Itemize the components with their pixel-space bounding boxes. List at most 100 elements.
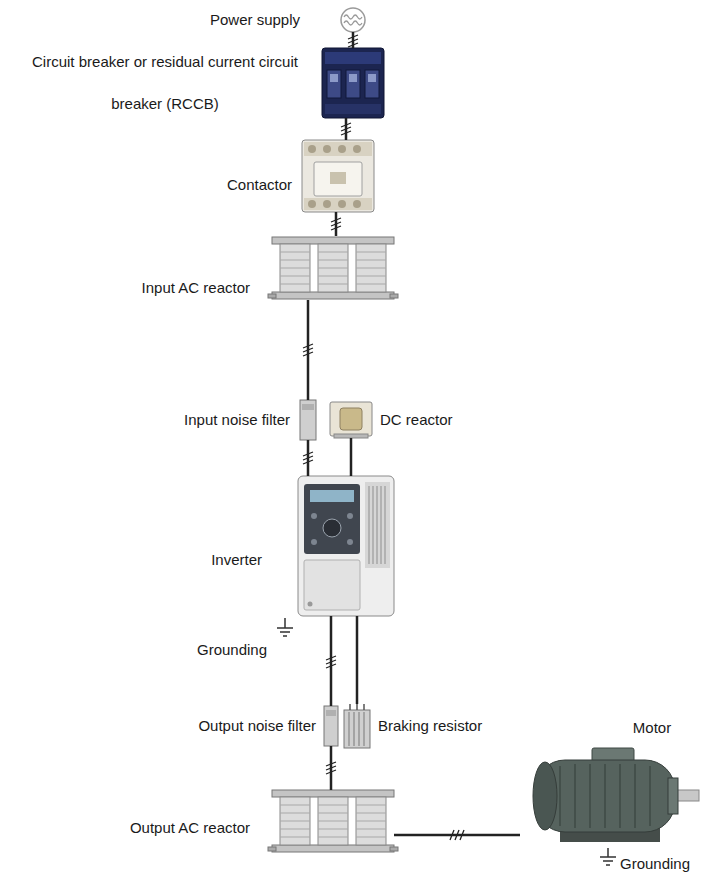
contactor-icon (323, 200, 331, 208)
component-label: Inverter (211, 551, 262, 569)
wire (345, 118, 348, 140)
circuit-breaker-icon (346, 70, 360, 98)
ground-label: Grounding (197, 641, 267, 659)
wire (356, 616, 359, 704)
component-label: Power supply (210, 11, 300, 29)
wire (330, 616, 333, 706)
ground-label: Grounding (620, 855, 690, 873)
circuit-breaker-icon (327, 70, 341, 98)
ground-symbol (277, 618, 293, 636)
noise-filter-icon (302, 404, 314, 410)
component-box: Output AC reactor (272, 790, 394, 852)
inverter-icon (304, 484, 360, 554)
ground-symbol (600, 848, 616, 865)
wire (330, 746, 333, 790)
reactor-icon (268, 237, 398, 299)
reactor-icon (268, 790, 398, 852)
noise-filter-icon (300, 400, 316, 440)
inverter-icon (310, 490, 354, 502)
power-supply-symbol (344, 21, 362, 25)
wire (335, 212, 338, 236)
contactor-icon (353, 145, 361, 153)
inverter-icon (304, 560, 360, 610)
component-label: DC reactor (380, 411, 453, 429)
power-supply-symbol (341, 8, 365, 32)
inverter-icon (347, 513, 353, 519)
contactor-icon (330, 172, 346, 184)
wire (394, 834, 520, 837)
component-box: DC reactor (330, 400, 372, 438)
component-label: Braking resistor (378, 717, 482, 735)
motor-icon (560, 764, 650, 828)
wire (352, 32, 355, 48)
wire (307, 440, 310, 476)
contactor-icon (314, 162, 362, 196)
ground-symbol (600, 848, 616, 865)
component-box: Output noise filter (324, 706, 338, 746)
component-box: Input noise filter (300, 400, 316, 440)
dc-reactor-icon (330, 402, 372, 438)
reactor-icon (268, 237, 398, 299)
inverter-icon (298, 476, 394, 616)
dc-reactor-icon (340, 408, 362, 430)
component-box: Input AC reactor (272, 236, 394, 300)
inverter-icon (311, 513, 317, 519)
component-box: Circuit breaker or residual current circ… (322, 48, 384, 118)
contactor-icon (308, 200, 316, 208)
component-label: Circuit breaker or residual current circ… (30, 41, 300, 125)
contactor-icon (338, 145, 346, 153)
inverter-icon (347, 539, 353, 545)
component-label: Output AC reactor (130, 819, 250, 837)
noise-filter-icon (300, 400, 316, 440)
component-box: Power supply (341, 8, 365, 32)
circuit-breaker-icon (368, 74, 376, 82)
power-supply-symbol (344, 15, 362, 19)
contactor-icon (304, 198, 372, 210)
inverter-icon (369, 486, 385, 564)
component-label: Input AC reactor (142, 279, 250, 297)
contactor-icon (302, 140, 374, 212)
inverter-icon (311, 539, 317, 545)
inverter-icon (308, 602, 313, 607)
contactor-icon (323, 145, 331, 153)
component-box: Motor (520, 745, 700, 845)
motor-icon (533, 762, 557, 830)
component-box: Inverter (298, 476, 394, 616)
dc-reactor-icon (330, 402, 372, 436)
contactor-icon (308, 145, 316, 153)
inverter-icon (365, 482, 390, 568)
wire (307, 300, 310, 400)
braking-resistor-icon (350, 704, 364, 710)
braking-resistor-icon (344, 704, 370, 748)
circuit-breaker-icon (322, 48, 384, 118)
contactor-icon (338, 200, 346, 208)
circuit-breaker-icon (322, 48, 384, 118)
motor-icon (533, 748, 699, 842)
braking-resistor-icon (349, 712, 364, 746)
noise-filter-icon (326, 710, 336, 716)
wire (350, 438, 353, 476)
braking-resistor-icon (344, 710, 370, 748)
noise-filter-icon (324, 706, 338, 746)
reactor-icon (268, 790, 398, 852)
motor-icon (675, 790, 699, 801)
circuit-breaker-icon (365, 70, 379, 98)
ground-symbol (277, 618, 293, 636)
component-box: Braking resistor (344, 704, 370, 748)
component-label: Contactor (227, 176, 292, 194)
circuit-breaker-icon (325, 52, 381, 64)
inverter-icon (298, 476, 394, 616)
power-supply-symbol (341, 8, 365, 32)
component-label: Motor (633, 719, 671, 737)
noise-filter-icon (324, 706, 338, 746)
circuit-breaker-icon (330, 74, 338, 82)
contactor-icon (302, 140, 374, 212)
dc-reactor-icon (334, 434, 368, 438)
inverter-icon (323, 519, 341, 537)
component-box: Contactor (302, 140, 374, 212)
